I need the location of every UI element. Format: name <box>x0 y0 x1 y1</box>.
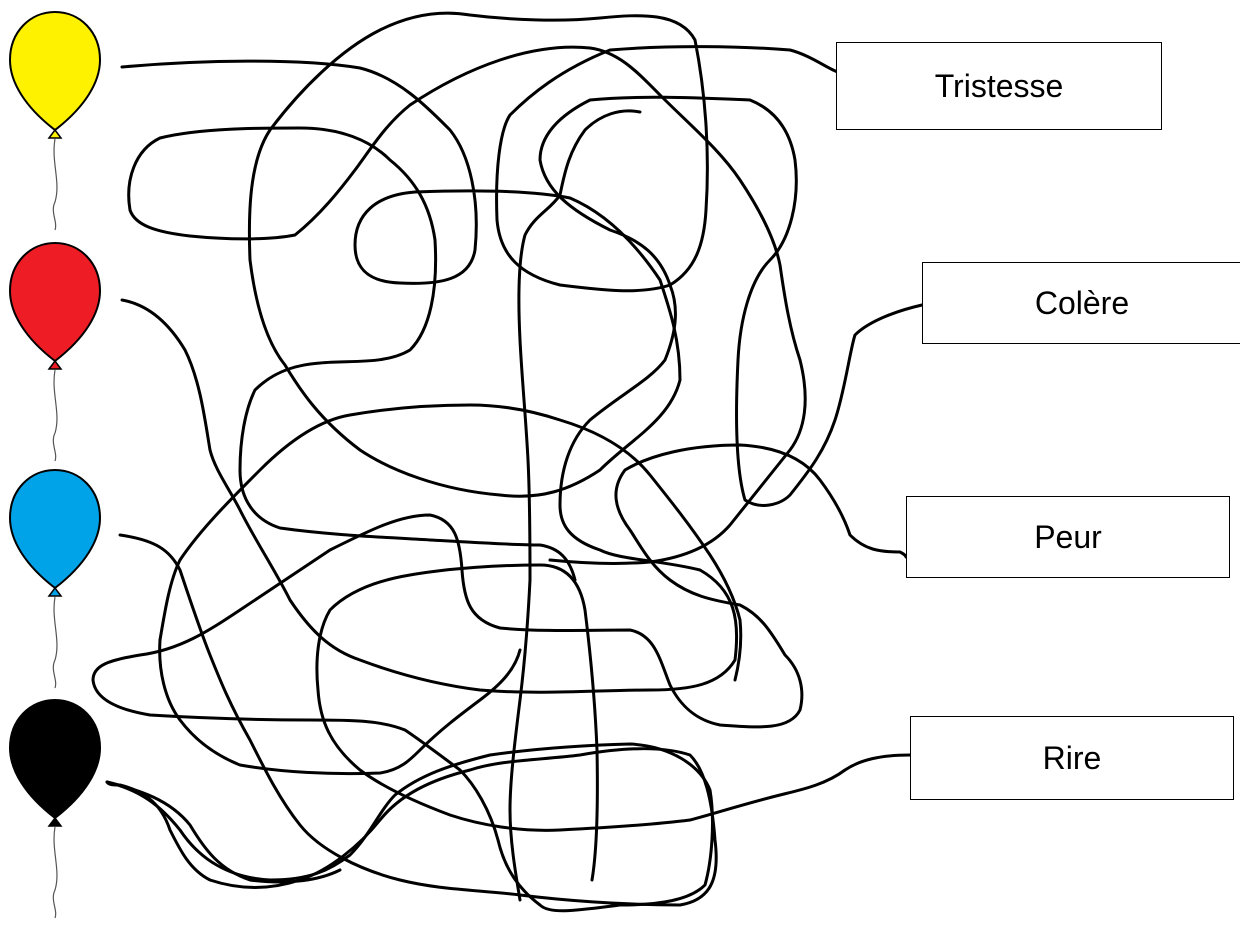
label-text-peur: Peur <box>1034 518 1102 555</box>
balloon-black-icon[interactable] <box>8 698 102 919</box>
label-box-colere[interactable]: Colère <box>922 262 1240 344</box>
maze-path-6 <box>127 126 577 582</box>
balloon-yellow-body <box>8 10 102 132</box>
maze-path-7 <box>508 109 642 902</box>
label-text-tristesse: Tristesse <box>934 67 1064 104</box>
maze-path-1 <box>120 11 840 498</box>
label-box-rire[interactable]: Rire <box>910 716 1234 800</box>
label-box-tristesse[interactable]: Tristesse <box>836 42 1162 130</box>
balloon-blue-knot <box>47 586 63 597</box>
balloon-yellow-icon[interactable] <box>8 10 102 231</box>
maze-path-9 <box>158 403 743 682</box>
balloon-black-body <box>8 698 102 820</box>
balloons-column <box>8 10 102 919</box>
balloon-yellow-string <box>52 138 58 231</box>
maze-path-5 <box>315 563 912 882</box>
balloon-black-knot <box>47 816 63 827</box>
label-box-peur[interactable]: Peur <box>906 496 1230 578</box>
balloon-blue-body <box>8 468 102 590</box>
balloon-red-body <box>8 241 102 363</box>
balloon-blue-string <box>52 596 58 689</box>
maze-path-2 <box>120 95 924 694</box>
balloon-blue-icon[interactable] <box>8 468 102 689</box>
balloon-red-knot <box>47 359 63 370</box>
balloon-yellow-knot <box>47 128 63 139</box>
maze-path-3 <box>105 533 718 907</box>
balloon-red-string <box>52 369 58 462</box>
label-text-colere: Colère <box>1034 284 1130 321</box>
label-text-rire: Rire <box>1042 739 1102 776</box>
maze-path-8 <box>128 45 807 565</box>
balloon-black-string <box>52 826 58 919</box>
maze-path-10 <box>158 638 522 776</box>
balloon-red-icon[interactable] <box>8 241 102 462</box>
